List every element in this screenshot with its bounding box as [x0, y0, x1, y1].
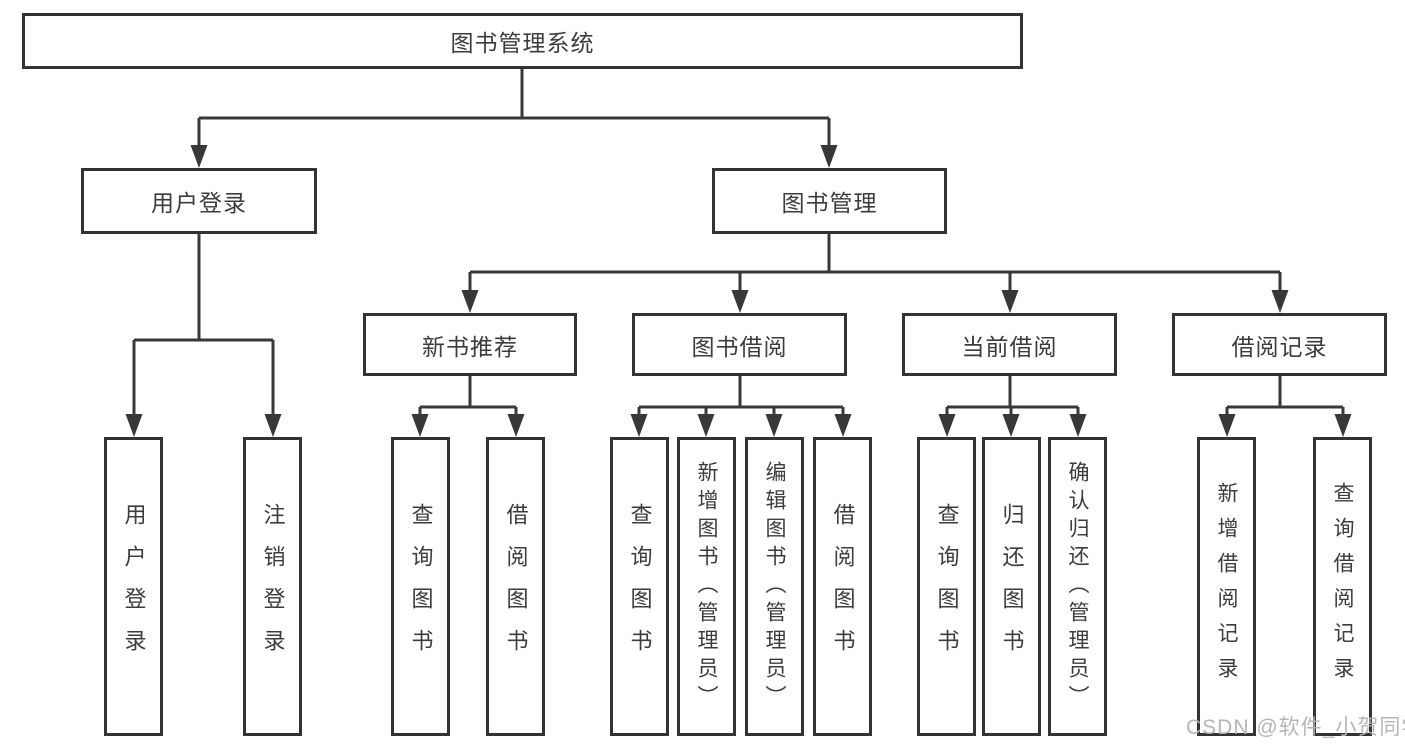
arrowhead-down-icon — [461, 290, 479, 313]
node-label: 查询图书 — [934, 502, 960, 671]
node-book-borrow: 图书借阅 — [632, 313, 847, 376]
arrowhead-down-icon — [765, 414, 783, 437]
node-label: 查询图书 — [408, 502, 434, 671]
node-label: 新书推荐 — [422, 333, 518, 360]
node-return-book: 归还图书 — [982, 437, 1041, 736]
node-borrow-records: 借阅记录 — [1172, 313, 1387, 376]
node-label: 图书管理系统 — [450, 30, 595, 56]
arrowhead-down-icon — [264, 414, 282, 437]
node-query-books-recommend: 查询图书 — [391, 437, 450, 736]
node-label: 编辑图书（管理员） — [763, 460, 786, 713]
arrowhead-down-icon — [697, 414, 715, 437]
node-user-login: 用户登录 — [81, 168, 317, 234]
node-current-borrow: 当前借阅 — [902, 313, 1117, 376]
node-label: 新增图书（管理员） — [695, 460, 718, 713]
arrowhead-down-icon — [1271, 290, 1289, 313]
arrowhead-down-icon — [1334, 414, 1352, 437]
node-label: 借阅图书 — [830, 502, 856, 671]
node-label: 用户登录 — [151, 190, 247, 216]
node-query-borrow-record: 查询借阅记录 — [1313, 437, 1372, 736]
node-label: 注销登录 — [260, 502, 286, 671]
node-query-books-borrow: 查询图书 — [610, 437, 669, 736]
arrowhead-down-icon — [1002, 414, 1020, 437]
node-label: 借阅记录 — [1231, 333, 1328, 360]
arrowhead-down-icon — [630, 414, 648, 437]
node-label: 新增借阅记录 — [1215, 481, 1238, 692]
node-query-books-current: 查询图书 — [917, 437, 976, 736]
arrowhead-down-icon — [411, 414, 429, 437]
arrowhead-down-icon — [125, 414, 143, 437]
arrowhead-down-icon — [731, 290, 749, 313]
arrowhead-down-icon — [1218, 414, 1236, 437]
watermark: CSDN @软件_小贺同学 — [1186, 716, 1405, 739]
node-borrow-book-leaf: 借阅图书 — [813, 437, 872, 736]
node-label: 借阅图书 — [503, 502, 529, 671]
node-logout: 注销登录 — [243, 437, 302, 736]
node-borrow-book-recommend: 借阅图书 — [486, 437, 545, 736]
arrowhead-down-icon — [820, 145, 838, 168]
node-label: 归还图书 — [999, 502, 1025, 671]
node-add-book-admin: 新增图书（管理员） — [677, 437, 736, 736]
arrowhead-down-icon — [834, 414, 852, 437]
node-label: 图书管理 — [781, 190, 878, 216]
node-confirm-return-admin: 确认归还（管理员） — [1048, 437, 1107, 736]
node-label: 用户登录 — [121, 502, 147, 671]
arrowhead-down-icon — [190, 145, 208, 168]
arrowhead-down-icon — [1001, 290, 1019, 313]
node-label: 确认归还（管理员） — [1066, 460, 1089, 713]
arrowhead-down-icon — [938, 414, 956, 437]
node-add-borrow-record: 新增借阅记录 — [1197, 437, 1256, 736]
arrowhead-down-icon — [1069, 414, 1087, 437]
node-label: 查询借阅记录 — [1331, 481, 1354, 692]
node-book-management: 图书管理 — [712, 168, 947, 234]
node-label: 当前借阅 — [961, 333, 1058, 360]
arrowhead-down-icon — [507, 414, 525, 437]
node-label: 图书借阅 — [691, 333, 788, 360]
node-root-library-system: 图书管理系统 — [22, 13, 1023, 69]
node-new-book-recommend: 新书推荐 — [363, 313, 577, 376]
node-user-login-leaf: 用户登录 — [104, 437, 163, 736]
node-label: 查询图书 — [627, 502, 653, 671]
node-edit-book-admin: 编辑图书（管理员） — [745, 437, 804, 736]
